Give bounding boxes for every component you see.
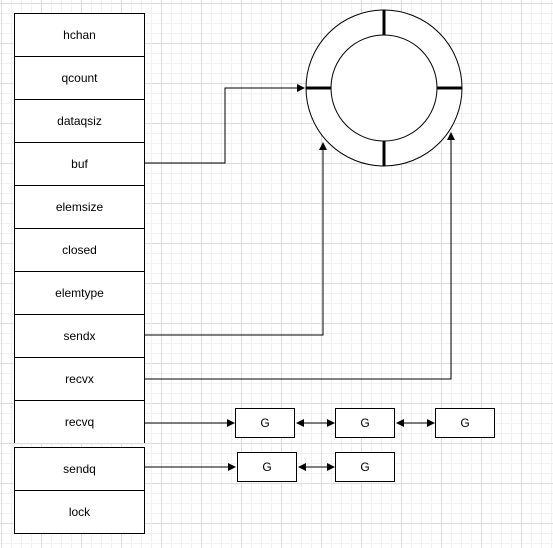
field-sendx: sendx — [14, 314, 145, 357]
field-lock: lock — [14, 490, 145, 534]
recvq-goroutine-2: G — [335, 408, 395, 438]
field-recvq: recvq — [14, 400, 145, 443]
ring-buffer — [305, 9, 463, 167]
buf-arrow — [145, 84, 305, 164]
sendq-goroutine-2: G — [335, 452, 395, 482]
field-closed: closed — [14, 228, 145, 271]
sendq-goroutine-1: G — [237, 452, 297, 482]
recvq-goroutine-1: G — [235, 408, 295, 438]
recvq-goroutine-3: G — [435, 408, 495, 438]
field-elemtype: elemtype — [14, 271, 145, 314]
field-sendq: sendq — [14, 447, 145, 490]
field-elemsize: elemsize — [14, 185, 145, 228]
field-recvx: recvx — [14, 357, 145, 400]
field-dataqsiz: dataqsiz — [14, 99, 145, 142]
field-hchan: hchan — [14, 13, 145, 56]
sendx-arrow — [145, 142, 327, 336]
field-buf: buf — [14, 142, 145, 185]
field-qcount: qcount — [14, 56, 145, 99]
recvx-arrow — [145, 132, 455, 380]
